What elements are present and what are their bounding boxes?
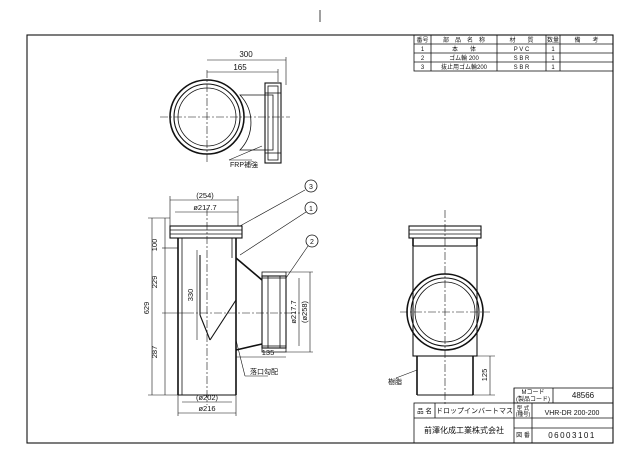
callout-1 xyxy=(304,201,318,215)
frp-label: FRP補強 xyxy=(230,160,258,169)
drawing-number: 06003101 xyxy=(548,431,596,440)
dim-202: (ø202) xyxy=(196,393,219,402)
dim-135: 135 xyxy=(262,348,275,357)
table-cell-r3-no: 3 xyxy=(421,65,425,71)
table-header-note: 備 考 xyxy=(574,36,598,44)
dim-300: 300 xyxy=(239,50,253,59)
table-cell-r2-qty: 1 xyxy=(551,56,555,62)
model-label-line1: 型 式 xyxy=(517,404,530,412)
table-header-name: 部 品 名 称 xyxy=(443,36,485,44)
name-label: 品 名 xyxy=(417,406,432,415)
table-cell-r2-material: S B R xyxy=(514,56,530,62)
table-cell-r3-qty: 1 xyxy=(551,65,555,71)
callout-3 xyxy=(304,179,318,193)
dim-287: 287 xyxy=(150,346,159,359)
table-cell-r2-no: 2 xyxy=(421,56,425,62)
title-block: Mコード (製品コード) 48566 品 名 ドロップインバートマス 型 式 (… xyxy=(413,387,614,444)
dim-258: (ø258) xyxy=(300,300,309,323)
dim-217-side: ø217.7 xyxy=(289,300,298,323)
table-cell-r3-material: S B R xyxy=(514,65,530,71)
dim-217-top: ø217.7 xyxy=(193,203,216,212)
dim-330: 330 xyxy=(186,289,195,302)
drawing-border xyxy=(26,34,614,444)
table-header-material: 材 質 xyxy=(509,36,533,44)
dim-629: 629 xyxy=(142,302,151,315)
mcode-value: 48566 xyxy=(572,391,595,400)
table-header-qty: 数量 xyxy=(547,36,559,44)
callout-1-label: 1 xyxy=(309,206,313,213)
callout-2 xyxy=(305,234,319,248)
table-cell-r1-qty: 1 xyxy=(551,47,555,53)
dim-229: 229 xyxy=(150,276,159,289)
drawing-label: 図 番 xyxy=(516,432,530,439)
parts-table: 番号 部 品 名 称 材 質 数量 備 考 1 本 体 P V C 1 2 ゴム… xyxy=(413,34,614,72)
model-value: VHR-DR 200-200 xyxy=(545,410,600,417)
callout-2-label: 2 xyxy=(310,239,314,246)
top-view: 300 165 FRP補強 xyxy=(160,50,290,169)
mcode-label-line1: Mコード xyxy=(522,389,545,396)
dim-165: 165 xyxy=(233,63,247,72)
table-cell-r1-material: P V C xyxy=(514,47,530,53)
dim-216: ø216 xyxy=(198,404,215,413)
dim-254: (254) xyxy=(196,191,214,200)
callout-3-label: 3 xyxy=(309,184,313,191)
side-view: 125 樹脂 xyxy=(388,210,495,405)
resin-label: 樹脂 xyxy=(388,377,402,386)
table-cell-r2-name: ゴム輪 200 xyxy=(449,54,479,62)
table-header-no: 番号 xyxy=(416,37,428,44)
name-value: ドロップインバートマス xyxy=(436,407,513,415)
slope-label: 落口勾配 xyxy=(250,367,278,376)
mcode-label-line2: (製品コード) xyxy=(516,395,550,403)
dim-125: 125 xyxy=(480,369,489,382)
table-cell-r1-name: 本 体 xyxy=(452,45,476,53)
model-label-line2: (種号) xyxy=(516,410,531,418)
table-cell-r3-name: 抜止用ゴム輪200 xyxy=(441,63,488,71)
company-name: 前澤化成工業株式会社 xyxy=(424,425,504,435)
dim-100: 100 xyxy=(150,239,159,252)
table-cell-r1-no: 1 xyxy=(421,47,425,53)
front-view: 100 229 629 287 330 (254) ø217.7 ø217.7 … xyxy=(142,179,319,416)
